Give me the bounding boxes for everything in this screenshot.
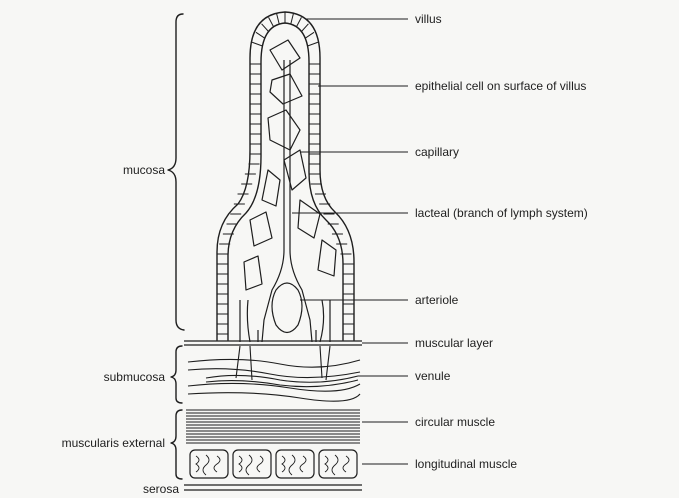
label-lacteal: lacteal (branch of lymph system) [415, 206, 588, 220]
label-muscularis-external: muscularis external [62, 436, 165, 450]
label-epithelial-cell: epithelial cell on surface of villus [415, 79, 586, 93]
submucosa-bracket [171, 346, 182, 403]
muscle-fiber [325, 455, 349, 475]
epithelial-cell-line [291, 13, 294, 24]
epithelial-cell-line [296, 17, 301, 27]
label-mucosa: mucosa [123, 163, 165, 177]
epithelial-cells [217, 12, 354, 334]
villus-inner-wall [228, 23, 343, 340]
circular-muscle [186, 410, 360, 443]
label-muscular-layer: muscular layer [415, 336, 493, 350]
muscle-fiber [196, 455, 220, 475]
vessel-descenders [236, 346, 330, 380]
epithelial-cell-line [269, 17, 274, 27]
label-villus: villus [415, 12, 442, 26]
muscularis-bracket [171, 410, 182, 479]
epithelial-cell-line [262, 24, 269, 32]
epithelial-cell-line [305, 32, 314, 38]
label-venule: venule [415, 369, 450, 383]
epithelial-cell-line [308, 42, 318, 46]
vessel-stems [240, 300, 330, 342]
label-submucosa: submucosa [104, 370, 165, 384]
label-arteriole: arteriole [415, 293, 458, 307]
mucosa-bracket [168, 14, 184, 330]
label-longitudinal-muscle: longitudinal muscle [415, 457, 517, 471]
villus-outer-wall [217, 12, 354, 340]
label-capillary: capillary [415, 145, 459, 159]
label-circular-muscle: circular muscle [415, 415, 495, 429]
muscle-fiber [282, 455, 306, 475]
arteriole-vessel [272, 283, 302, 333]
epithelial-cell-line [301, 24, 308, 32]
epithelial-cell-line [256, 32, 265, 38]
label-serosa: serosa [143, 482, 179, 496]
epithelial-cell-line [252, 42, 262, 46]
longitudinal-muscle [190, 450, 357, 478]
epithelial-cell-line [277, 13, 280, 24]
muscle-fiber [239, 455, 263, 475]
venule-vessel [206, 375, 358, 386]
